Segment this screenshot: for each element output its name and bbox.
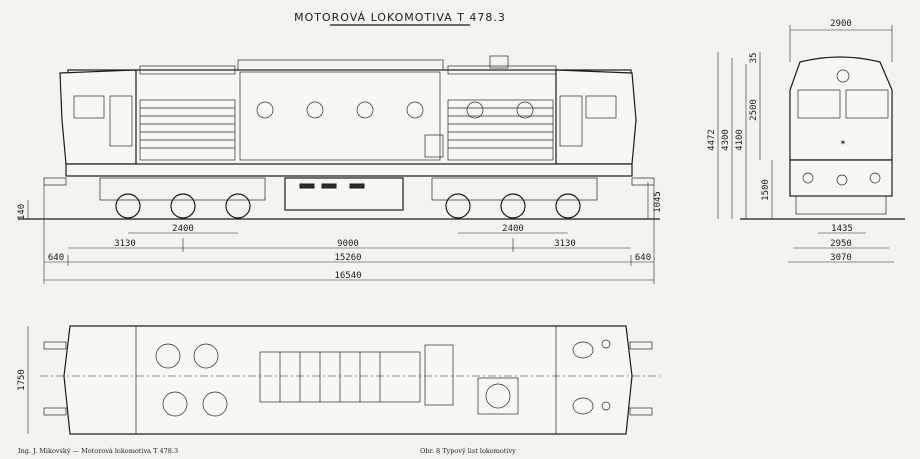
wheel [555, 193, 581, 219]
wheel [500, 193, 526, 219]
plan-buffer [629, 407, 653, 416]
exhaust-stack [489, 55, 509, 69]
front-bogie [795, 195, 887, 215]
headlight-top [836, 69, 850, 83]
cab-window-right [585, 95, 617, 119]
wheel [445, 193, 471, 219]
headlight-left [802, 172, 814, 184]
plan-body [63, 325, 633, 435]
dim-end-to-pivot-left: 3130 [114, 239, 136, 249]
coupler-icon [836, 174, 848, 186]
dim-2500: 2500 [749, 99, 759, 121]
plan-buffer [43, 341, 67, 350]
bogie-right [431, 177, 598, 201]
dim-bogie-wheelbase-left: 2400 [172, 224, 194, 234]
buffer-left [43, 177, 67, 186]
generator-block [424, 344, 454, 406]
dim-1500: 1500 [761, 179, 771, 201]
engine-cylinder [466, 101, 484, 119]
star-emblem-icon: ✶ [840, 138, 846, 148]
plan-buffer [43, 407, 67, 416]
engine-cylinder [306, 101, 324, 119]
seat-icon [572, 341, 594, 359]
engine-cylinder [356, 101, 374, 119]
fan-icon [193, 343, 219, 369]
wheel [225, 193, 251, 219]
engine-cylinder [256, 101, 274, 119]
front-lower-body [789, 159, 893, 197]
dim-total-height: 4472 [707, 129, 717, 151]
dim-buffer-height-left: 140 [17, 204, 27, 220]
engine-cylinder [406, 101, 424, 119]
dim-body-length: 15260 [334, 253, 361, 263]
roof-hood-left [139, 65, 236, 75]
buffer-right [631, 177, 655, 186]
tank-slot [299, 183, 315, 189]
louver-left [139, 99, 236, 161]
dim-buffer-right: 640 [635, 253, 651, 263]
wheel [170, 193, 196, 219]
side-view [18, 55, 660, 220]
engine-room [239, 71, 441, 161]
louver-right [447, 99, 554, 161]
left-cab [59, 69, 137, 165]
underframe [65, 163, 633, 177]
dim-4100: 4100 [735, 129, 745, 151]
right-cab [555, 69, 637, 165]
tank-slot [349, 183, 365, 189]
fan-icon [155, 343, 181, 369]
dim-overall-width: 3070 [830, 253, 852, 263]
front-view: ✶ [740, 56, 905, 220]
bogie-left [99, 177, 266, 201]
dim-buffer-height-right: 1045 [653, 191, 663, 213]
dim-pivot-distance: 9000 [337, 239, 359, 249]
dim-overall-length: 16540 [334, 271, 361, 281]
cab-window-left [73, 95, 105, 119]
dim-bogie-width: 1435 [831, 224, 853, 234]
front-window-right [845, 89, 889, 119]
cab-door-left [109, 95, 133, 147]
dim-half-width: 1750 [17, 369, 27, 391]
fan-icon [162, 391, 188, 417]
headlight-right [869, 172, 881, 184]
dim-4300: 4300 [721, 129, 731, 151]
generator-box [424, 134, 444, 158]
dim-35: 35 [749, 53, 759, 64]
wheel [115, 193, 141, 219]
front-window-left [797, 89, 841, 119]
plan-buffer [629, 341, 653, 350]
dim-top-width: 2900 [830, 19, 852, 29]
drawing-title: MOTOROVÁ LOKOMOTIVA T 478.3 [294, 11, 506, 24]
front-dimensions: 2900 4472 4300 4100 2500 35 1500 1435 29… [707, 19, 894, 263]
seat-icon [572, 397, 594, 415]
plan-view: 1750 [17, 325, 660, 435]
engine-cylinder [516, 101, 534, 119]
dim-end-to-pivot-right: 3130 [554, 239, 576, 249]
control-icon [601, 401, 611, 411]
fuel-tank [284, 177, 404, 211]
roof-hood-center [237, 59, 444, 71]
control-icon [601, 339, 611, 349]
locomotive-body [67, 69, 632, 166]
roof-hood-right [447, 65, 557, 75]
cab-door-right [559, 95, 583, 147]
dim-bogie-wheelbase-right: 2400 [502, 224, 524, 234]
tank-slot [321, 183, 337, 189]
dim-frame-width: 2950 [830, 239, 852, 249]
caption-figure: Obr. 8 Typový list lokomotivy [420, 447, 516, 455]
caption-author: Ing. J. Mikovský — Motorová lokomotiva T… [18, 447, 178, 455]
compressor-icon [485, 383, 511, 409]
dim-buffer-left: 640 [48, 253, 64, 263]
compressor-block [477, 377, 519, 415]
side-dimensions: 2400 2400 3130 9000 3130 640 15260 640 1… [17, 182, 663, 284]
fan-icon [202, 391, 228, 417]
